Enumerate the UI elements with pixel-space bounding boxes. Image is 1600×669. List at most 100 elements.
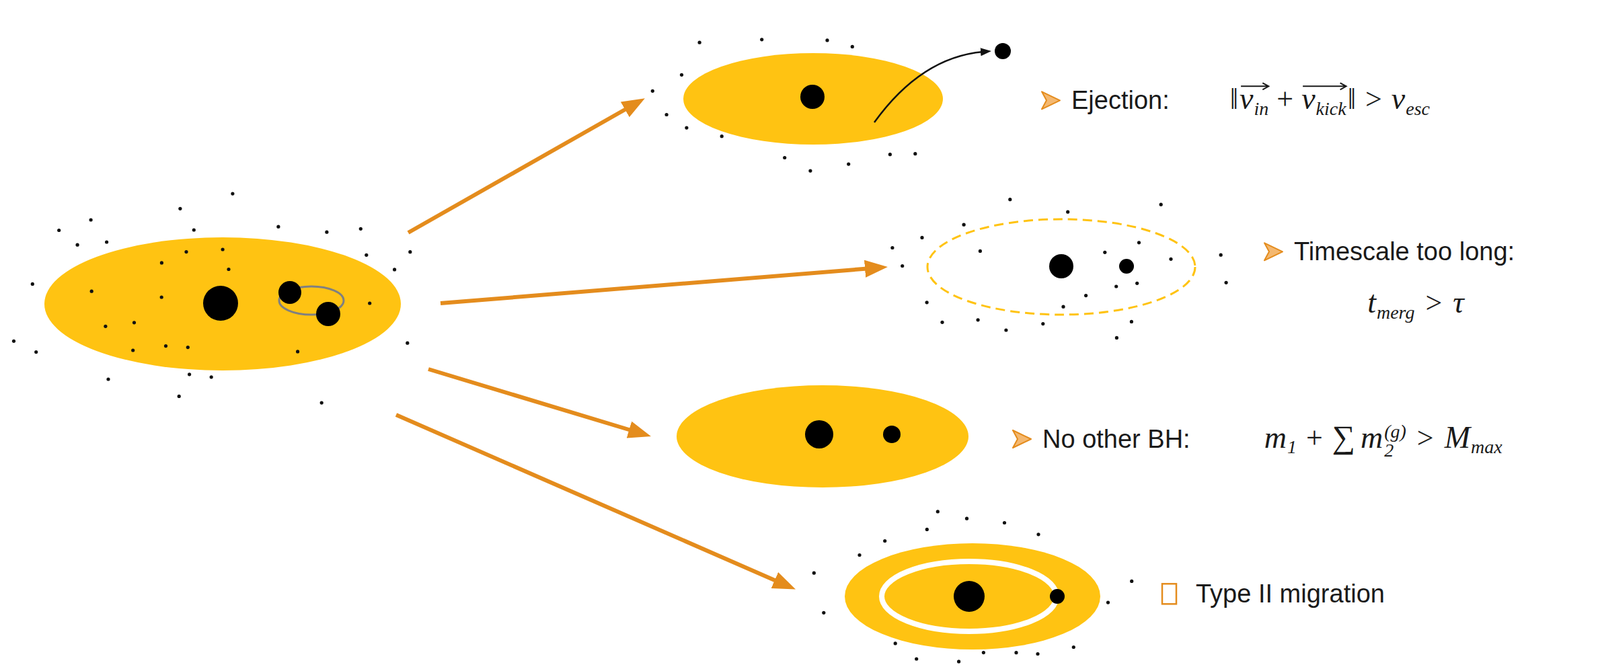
star-dot [359,227,363,231]
star-dot [131,348,135,352]
star-dot [1219,253,1223,257]
math-symbol: v [1301,81,1315,116]
star-dot [164,344,168,348]
black-hole [800,84,825,109]
star-dot [75,243,80,247]
math-subscript: max [1470,436,1503,458]
star-dot [925,527,929,532]
star-dot [295,349,300,354]
bullet-mark [1162,583,1177,604]
star-dot [1072,645,1076,650]
star-dot [221,247,225,251]
star-field [12,37,1229,664]
star-dot [1106,601,1110,605]
math-subscript: in [1254,98,1270,120]
star-dot [1159,203,1163,207]
star-dot [825,38,829,42]
star-dot [34,350,38,354]
star-dot [962,223,966,227]
star-dot [320,401,324,405]
black-hole [883,425,901,444]
star-dot [651,89,655,93]
outcome-label: tmerg>τ [1367,283,1465,323]
star-dot [276,225,280,229]
bullet-mark [1041,91,1060,109]
outcome-label: Ejection:‖vin+vkick‖>vesc [1071,79,1430,119]
outcome-text: Type II migration [1195,579,1385,608]
star-dot [1061,305,1065,309]
star-dot [888,152,892,157]
arrow-bullet [1012,430,1032,448]
math-operator: > [1365,82,1383,116]
outcome-text: Timescale too long: [1293,237,1515,266]
math-operator: > [1417,421,1434,455]
black-hole [953,581,985,613]
dissolved-cluster [927,219,1196,315]
math-operator: > [1425,286,1442,320]
agn-disk [844,543,1101,650]
star-dot [186,345,190,350]
star-dot [720,134,724,138]
star-dot [981,651,986,655]
star-dot [883,539,887,543]
outcome-text: Ejection: [1071,86,1170,115]
norm-bar: ‖ [1230,82,1239,116]
star-dot [940,320,944,325]
star-dot [30,282,35,286]
vector-term: vkick [1301,86,1346,115]
star-dot [759,37,764,42]
math-symbol: v [1239,81,1253,116]
outcome-arrow [440,268,872,304]
star-dot [160,295,164,299]
star-dot [12,339,16,344]
star-dot [106,377,110,381]
black-hole [1049,254,1074,279]
star-dot [1135,281,1139,286]
disk-gap [881,561,1057,632]
star-dot [1036,532,1040,537]
box-bullet [1162,583,1177,604]
star-dot [1115,336,1119,340]
star-dot [364,253,368,257]
star-dot [187,372,192,376]
math-index: (g) [1384,422,1407,442]
black-hole [316,301,341,327]
math-subscript: kick [1316,98,1347,120]
star-dot [1084,293,1088,298]
norm-bar: ‖ [1347,82,1356,116]
math-subscript: esc [1405,98,1430,120]
math-subscript: merg [1376,301,1416,323]
star-dot [913,151,917,156]
star-dot [57,228,61,233]
star-dot [1129,579,1134,584]
star-dot [1041,322,1045,326]
star-dot [230,192,235,196]
star-dot [976,318,980,322]
star-dot [1065,210,1070,214]
star-dot [900,264,904,268]
outcome-label: Type II migration [1195,578,1385,611]
star-dot [160,260,164,265]
star-dot [184,250,188,254]
star-dot [890,246,894,250]
star-dot [1102,250,1107,255]
arrow-bullet [1041,91,1060,109]
star-dot [808,169,812,173]
star-dot [392,267,397,272]
star-dot [1014,651,1018,655]
star-dot [893,641,898,645]
star-dot [132,320,136,325]
outcome-text: No other BH: [1042,425,1191,454]
math-symbol: τ [1452,285,1464,320]
sum-sign: ∑ [1332,418,1356,455]
star-dot [978,249,982,253]
bullet-mark [1012,430,1032,448]
math-symbol: m [1264,420,1287,455]
outcome-label: Timescale too long: [1293,236,1515,269]
star-dot [103,324,107,329]
star-dot [90,289,94,294]
